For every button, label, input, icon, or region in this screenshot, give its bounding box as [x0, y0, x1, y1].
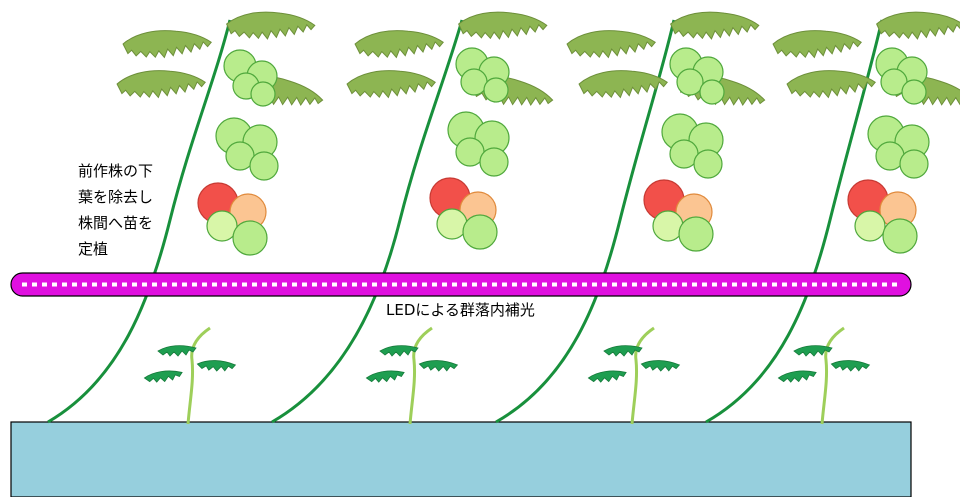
seedlings	[143, 326, 871, 425]
fruit-cluster-bottom-1	[197, 182, 268, 256]
fruit-cluster-middle-1	[215, 117, 279, 181]
replanting-note-line-2: 葉を除去し	[78, 188, 154, 206]
fruit-cluster-top-2	[455, 47, 510, 103]
seedling-4	[777, 326, 871, 425]
replanting-note-line-1: 前作株の下	[78, 162, 154, 180]
fruit-cluster-top-4	[875, 47, 928, 105]
led-label: LEDによる群落内補光	[386, 301, 535, 319]
fruit-cluster-bottom-2	[429, 177, 498, 250]
replanting-note-line-4: 定植	[78, 240, 109, 258]
fruit-cluster-middle-4	[867, 115, 930, 179]
seedling-3	[587, 326, 681, 425]
mature-plant-stem-2	[271, 19, 464, 424]
fruit-cluster-top-3	[669, 47, 725, 105]
fruit-cluster-middle-2	[447, 111, 510, 177]
led-light-bar	[10, 272, 912, 297]
replanting-note-line-3: 株間へ苗を	[78, 214, 154, 232]
growing-bed	[10, 421, 912, 497]
fruit-cluster-bottom-4	[847, 179, 918, 254]
replanting-note: 前作株の下 葉を除去し 株間へ苗を 定植	[78, 158, 188, 262]
fruit-cluster-top-1	[223, 49, 278, 107]
seedling-1	[143, 326, 237, 425]
mature-plant-stem-1	[47, 19, 232, 424]
fruit-clusters	[197, 47, 930, 256]
fruit-cluster-middle-3	[661, 113, 724, 179]
fruit-cluster-bottom-3	[643, 179, 714, 252]
seedling-2	[365, 326, 459, 425]
